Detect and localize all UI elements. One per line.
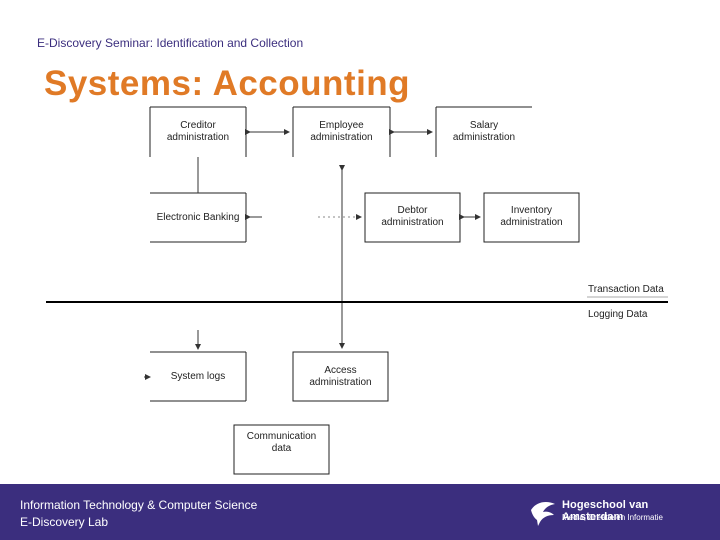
creditor-label-line2: administration [166,132,230,143]
debtor-label-line2: administration [381,217,444,228]
employee-label: Employee administration [293,120,390,144]
banking-label: Electronic Banking [150,212,246,224]
inventory-label: Inventory administration [484,205,579,229]
seminar-title: E-Discovery Seminar: Identification and … [37,36,304,50]
employee-label-line2: administration [310,132,373,143]
logo-name: Hogeschool van Amsterdam [562,499,649,523]
access-box [292,351,389,402]
system-logs-box [150,351,247,402]
footer-line-2: E-Discovery Lab [20,515,109,529]
communication-box [233,424,330,475]
inventory-box [483,192,580,243]
access-label: Access administration [293,365,388,389]
system-logs-label-line1: System logs [170,371,226,382]
communication-label-line1: Communication [246,431,317,442]
employee-label-line1: Employee [319,120,364,131]
salary-label-line1: Salary [469,120,499,131]
communication-label: Communication data [234,431,329,455]
banking-label-line1: Electronic Banking [156,212,240,223]
debtor-label: Debtor administration [365,205,460,229]
inventory-label-line2: administration [500,217,563,228]
creditor-label-line1: Creditor [180,120,216,131]
salary-label: Salary administration [436,120,532,144]
hva-bird-icon [531,502,555,526]
inventory-label-line1: Inventory [510,205,553,216]
salary-box [435,106,532,157]
creditor-label: Creditor administration [150,120,246,144]
logo-subtitle: Media, Creatie en Informatie [562,513,663,522]
transaction-data-label: Transaction Data [588,284,664,295]
slide-title: Systems: Accounting [44,64,411,103]
access-label-line2: administration [309,377,372,388]
communication-label-line2: data [271,443,292,454]
hva-logo: Hogeschool van Amsterdam Media, Creatie … [528,496,708,530]
footer-line-1: Information Technology & Computer Scienc… [20,498,258,512]
salary-label-line2: administration [452,132,516,143]
logging-data-label: Logging Data [588,309,648,320]
debtor-label-line1: Debtor [397,205,428,216]
system-logs-label: System logs [150,371,246,383]
access-label-line1: Access [324,365,357,376]
footer-bar: Information Technology & Computer Scienc… [0,484,720,540]
